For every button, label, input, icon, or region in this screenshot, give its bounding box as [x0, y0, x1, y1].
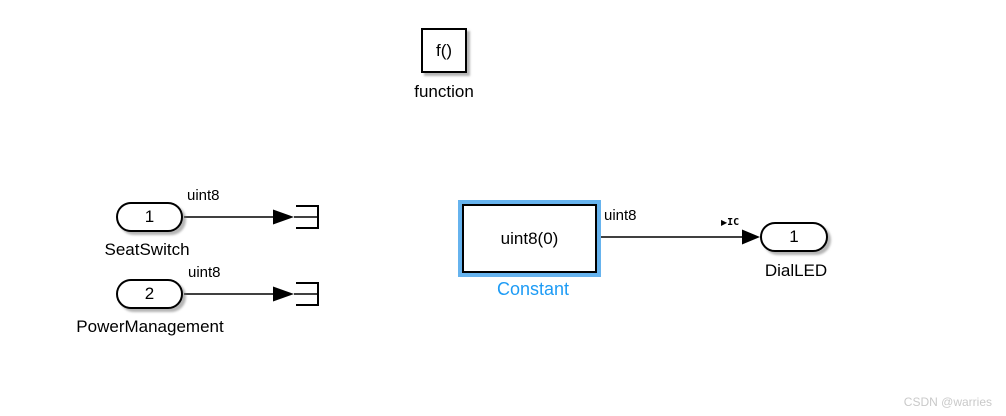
outport-dialled-number: 1	[789, 227, 799, 246]
inport-seatswitch[interactable]: 1	[116, 202, 183, 232]
function-block-label[interactable]: function	[414, 82, 474, 101]
arrowhead-icon	[742, 229, 760, 245]
arrowhead-icon	[273, 286, 294, 302]
open-connector-icon	[296, 282, 319, 306]
watermark-text: CSDN @warries	[903, 395, 992, 409]
outport-dialled[interactable]: 1	[760, 222, 828, 252]
open-connector-icon	[296, 205, 319, 229]
inport-powermanagement[interactable]: 2	[116, 279, 183, 309]
arrowhead-icon	[273, 209, 294, 225]
signal-type-label-constant: uint8	[604, 207, 637, 224]
signal-wire-seatswitch[interactable]	[184, 205, 319, 229]
inport-powermanagement-number: 2	[144, 284, 155, 303]
constant-block-label[interactable]: Constant	[496, 279, 570, 299]
signal-wire-constant-dialled[interactable]	[601, 229, 760, 245]
inport-seatswitch-number: 1	[144, 207, 155, 226]
ic-badge-triangle-icon: ▶	[721, 217, 728, 227]
function-block-icon: f()	[435, 40, 453, 60]
ic-badge: ▶ IC	[721, 217, 739, 228]
ic-badge-text: IC	[727, 217, 740, 228]
signal-type-label-powermanagement: uint8	[188, 264, 221, 281]
inport-seatswitch-label[interactable]: SeatSwitch	[104, 240, 190, 259]
inport-powermanagement-label[interactable]: PowerManagement	[76, 317, 224, 336]
function-caller-block[interactable]: f()	[421, 28, 467, 73]
constant-block-value: uint8(0)	[500, 228, 559, 248]
constant-block[interactable]: uint8(0)	[462, 204, 597, 273]
signal-type-label-seatswitch: uint8	[187, 187, 220, 204]
signal-wire-powermanagement[interactable]	[184, 282, 319, 306]
constant-block-selection-highlight: uint8(0)	[458, 200, 601, 277]
outport-dialled-label[interactable]: DialLED	[764, 261, 828, 280]
